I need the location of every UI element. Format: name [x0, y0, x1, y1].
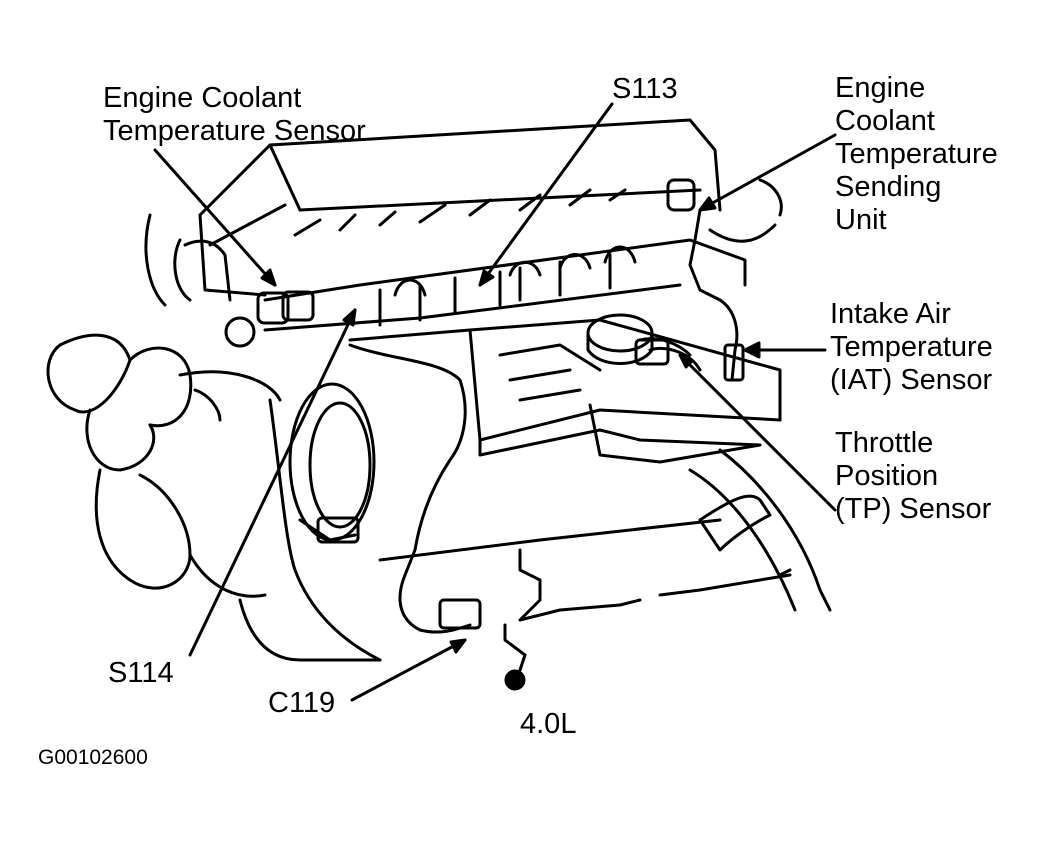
c119-leader [350, 638, 467, 702]
fan-and-pulleys [46, 213, 382, 662]
ect-sending-unit-label-line-3: Temperature [835, 138, 998, 170]
s114-label-text: S114 [108, 657, 174, 689]
lower-components [378, 448, 832, 691]
s114-leader [188, 308, 357, 657]
c119-arrowhead [449, 638, 467, 654]
timing-cover [268, 382, 382, 662]
ect-sending-unit-leader [698, 133, 837, 212]
tp-sensor-label-line-3: (TP) Sensor [835, 493, 992, 525]
ect-sending-unit-label-line-2: Coolant [835, 105, 935, 137]
ect-sending-unit-label-line-4: Sending [835, 171, 942, 203]
c119-label-text: C119 [268, 687, 336, 719]
ect-sending-unit-label-line-1: Engine [835, 72, 926, 104]
c119-label: C119 [268, 687, 335, 720]
s113-label: S113 [612, 73, 678, 106]
ect-sensor-label-line-1: Engine Coolant [103, 82, 302, 114]
s113-arrowhead [478, 269, 495, 287]
ect-sensor-arrowhead [260, 268, 277, 287]
s113-label-text: S113 [612, 73, 678, 105]
iat-sensor-label-line-2: Temperature [830, 331, 993, 363]
tp-sensor-leader [678, 353, 837, 512]
ect-sensor-label-line-2: Temperature Sensor [103, 115, 366, 147]
tp-sensor-label: Throttle Position (TP) Sensor [835, 427, 991, 526]
leader-lines [153, 102, 837, 702]
tp-sensor-label-line-1: Throttle [835, 427, 934, 459]
engine-size-label: 4.0L [520, 708, 576, 741]
iat-sensor-label-line-1: Intake Air [830, 298, 951, 330]
ect-sensor-label: Engine Coolant Temperature Sensor [103, 82, 366, 148]
s114-label: S114 [108, 657, 174, 690]
intake-manifold [348, 313, 782, 464]
tp-sensor-arrowhead [678, 353, 694, 369]
iat-sensor-arrowhead [743, 341, 761, 359]
tp-sensor-label-line-2: Position [835, 460, 939, 492]
iat-sensor-label-line-3: (IAT) Sensor [830, 364, 993, 396]
s113-leader [478, 102, 614, 287]
ect-sending-unit-arrowhead [698, 196, 717, 212]
engine-size-label-text: 4.0L [520, 708, 577, 740]
figure-code: G00102600 [38, 746, 148, 769]
ect-sending-unit-label-line-5: Unit [835, 204, 887, 236]
s114-arrowhead [342, 308, 357, 327]
ect-sending-unit-label: Engine Coolant Temperature Sending Unit [835, 72, 998, 237]
iat-sensor-label: Intake Air Temperature (IAT) Sensor [830, 298, 993, 397]
wiring-harness [348, 178, 783, 634]
fuel-rail [256, 238, 747, 332]
ect-sensor-leader [153, 148, 277, 287]
